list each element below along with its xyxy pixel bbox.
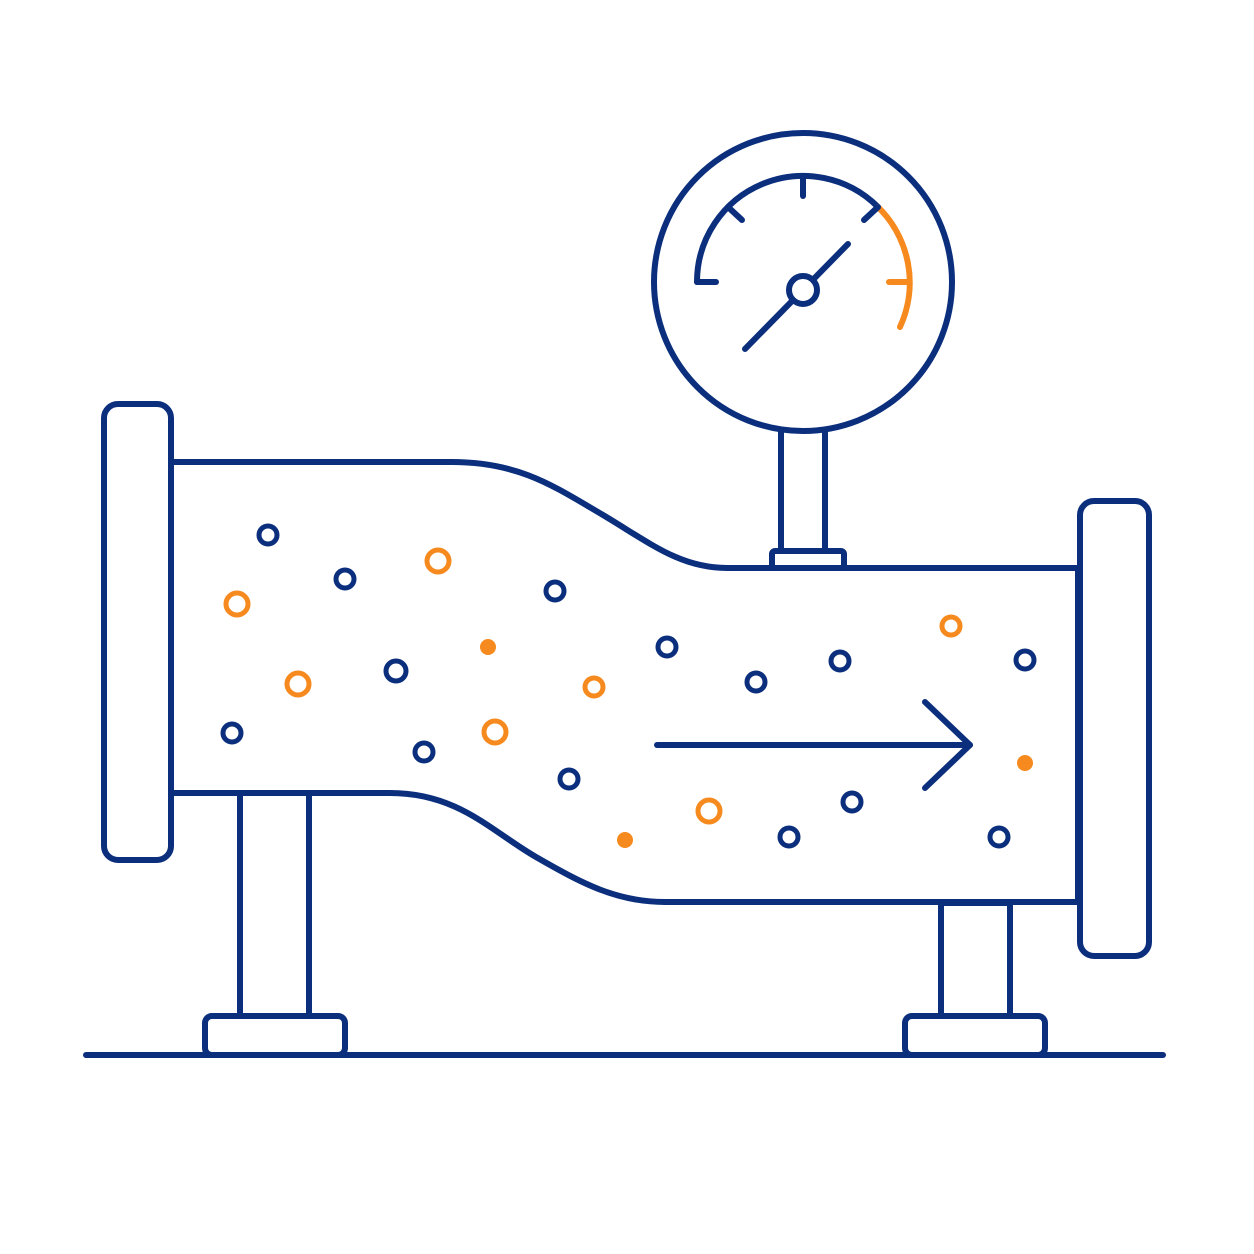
particle-icon [333,567,357,591]
particle-icon [412,740,436,764]
right-support-base [902,1013,1048,1058]
particle-icon [557,767,581,791]
particle-icon [840,790,864,814]
right-support-leg [938,900,1013,1019]
particle-icon [777,825,801,849]
particle-icon [256,523,280,547]
particle-icon [284,670,312,698]
left-support [202,790,348,1058]
gauge-scale-arc [694,172,881,285]
particle-icon [582,675,606,699]
gauge-hub [786,273,820,307]
pressure-gauge-icon [651,130,955,434]
particle-icon [695,797,723,825]
particle-icon [223,590,251,618]
particle-icon [383,658,409,684]
right-support [902,900,1048,1058]
particle-icon [543,579,567,603]
particles [220,523,1037,849]
left-support-base [202,1013,348,1058]
gauge-mount [769,427,847,571]
left-support-leg [237,790,312,1019]
flow-arrow-icon [654,699,973,791]
particle-icon [939,614,963,638]
gauge-base [769,548,847,571]
particle-icon [1013,648,1037,672]
particle-icon [424,547,452,575]
particle-icon [617,832,633,848]
right-flange [1077,498,1152,959]
left-flange [101,401,174,863]
particle-icon [655,635,679,659]
particle-icon [744,670,768,694]
flow-arrow-head [922,699,973,791]
gauge-tick-upper-right [861,204,881,223]
particle-icon [480,639,496,655]
gauge-tick-upper-left [725,204,745,223]
particle-icon [828,649,852,673]
particle-icon [987,825,1011,849]
gauge-redline-arc [875,204,913,330]
particle-icon [481,718,509,746]
particle-icon [220,721,244,745]
particle-icon [1017,755,1033,771]
